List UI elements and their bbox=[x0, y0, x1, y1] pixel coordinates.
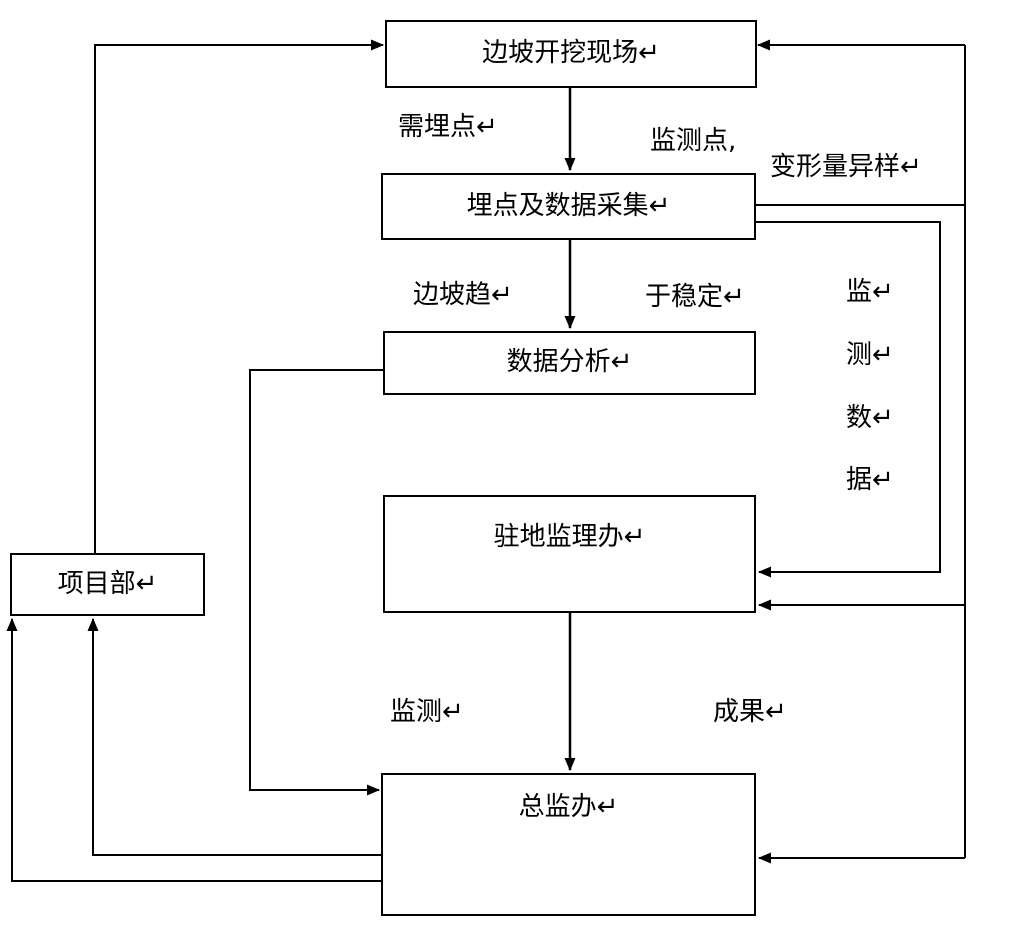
label-slope-trend: 边坡趋↵ bbox=[413, 280, 513, 310]
node-resident-supervision-office: 驻地监理办↵ bbox=[383, 495, 756, 613]
arrow-chief-to-project-inner bbox=[87, 618, 381, 856]
label-monitor: 监测↵ bbox=[390, 697, 464, 727]
node-slope-excavation-site: 边坡开挖现场↵ bbox=[385, 20, 757, 88]
label-to-stable: 于稳定↵ bbox=[645, 282, 745, 312]
label-monitor-point: 监测点, bbox=[650, 126, 737, 156]
label-deformation-abnormal: 变形量异样↵ bbox=[770, 152, 922, 182]
label-result: 成果↵ bbox=[713, 697, 787, 727]
node-project-department: 项目部↵ bbox=[10, 553, 205, 616]
node-embed-and-data-collection: 埋点及数据采集↵ bbox=[381, 173, 756, 240]
label-monitoring-data-char-2: 测↵ bbox=[846, 340, 894, 370]
arrow-project-to-site bbox=[94, 39, 384, 553]
arrow-chief-to-project-outer bbox=[6, 618, 381, 882]
arrow-analysis-to-chief bbox=[249, 369, 383, 796]
node-data-analysis: 数据分析↵ bbox=[383, 331, 756, 395]
node-embed-and-data-collection-label: 埋点及数据采集↵ bbox=[466, 190, 671, 221]
arrow-collect-data-to-resident bbox=[756, 221, 941, 578]
node-project-department-label: 项目部↵ bbox=[57, 568, 158, 599]
node-chief-supervision-office-label: 总监办↵ bbox=[518, 792, 619, 822]
node-slope-excavation-site-label: 边坡开挖现场↵ bbox=[482, 38, 660, 69]
label-need-embed-point: 需埋点↵ bbox=[398, 112, 498, 142]
node-chief-supervision-office: 总监办↵ bbox=[381, 773, 756, 916]
node-data-analysis-label: 数据分析↵ bbox=[506, 347, 633, 378]
label-monitoring-data-char-3: 数↵ bbox=[846, 403, 894, 433]
label-monitoring-data-char-4: 据↵ bbox=[846, 465, 894, 495]
label-monitoring-data-char-1: 监↵ bbox=[846, 277, 894, 307]
node-resident-supervision-office-label: 驻地监理办↵ bbox=[493, 522, 646, 552]
